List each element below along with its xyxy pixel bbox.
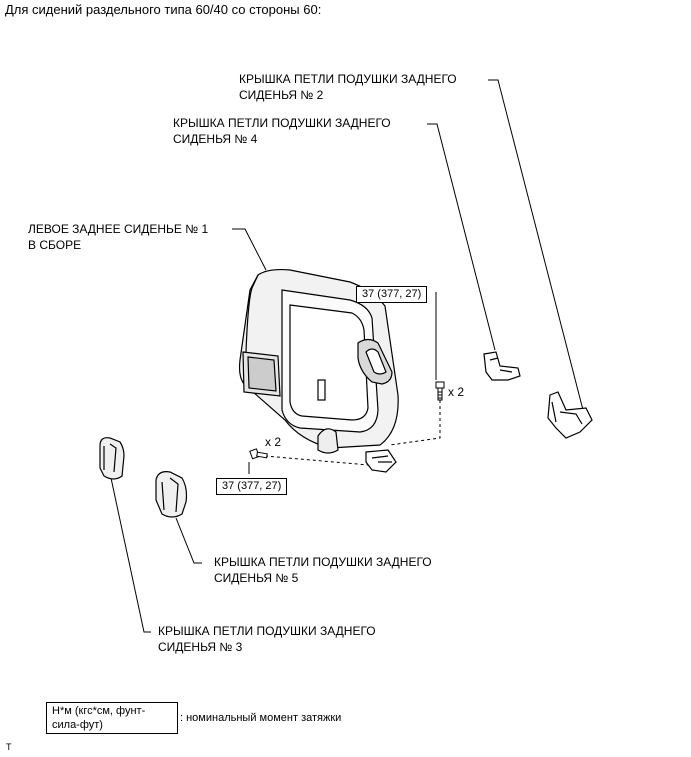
legend-unit-line1: Н*м (кгс*см, фунт-	[52, 705, 146, 717]
hinge-cover-3	[99, 437, 125, 480]
bolt-qty-bottom: x 2	[265, 435, 282, 449]
label-cover-3-line2: СИДЕНЬЯ № 3	[158, 640, 243, 654]
bolt-bottom	[249, 448, 268, 460]
legend-unit-box: Н*м (кгс*см, фунт- сила-фут)	[46, 702, 178, 734]
bolt-top	[435, 381, 445, 401]
leader-cover5	[175, 517, 202, 564]
label-cover-4-line2: СИДЕНЬЯ № 4	[173, 132, 258, 146]
legend-description: : номинальный момент затяжки	[180, 712, 342, 724]
leader-lines	[110, 79, 584, 633]
bolt-paths	[264, 400, 441, 467]
bolt-qty-top: x 2	[448, 385, 465, 399]
hinge-cover-5	[155, 471, 188, 518]
leader-cover2	[488, 79, 584, 411]
leader-cover3	[110, 477, 151, 633]
hinge-cover-4	[483, 351, 521, 381]
label-cover-4-line1: КРЫШКА ПЕТЛИ ПОДУШКИ ЗАДНЕГО	[173, 116, 391, 130]
label-cover-5-line2: СИДЕНЬЯ № 5	[214, 571, 299, 585]
legend-unit-line2: сила-фут)	[52, 719, 103, 731]
footer-mark: T	[6, 742, 12, 752]
torque-box-top: 37 (377, 27)	[356, 286, 428, 303]
label-cover-2-line2: СИДЕНЬЯ № 2	[239, 88, 324, 102]
label-seat-line1: ЛЕВОЕ ЗАДНЕЕ СИДЕНЬЕ № 1	[28, 222, 209, 236]
label-cover-3-line1: КРЫШКА ПЕТЛИ ПОДУШКИ ЗАДНЕГО	[158, 624, 376, 638]
hinge-cover-2	[547, 391, 593, 439]
label-seat-line2: В СБОРЕ	[28, 238, 82, 252]
leader-cover4	[427, 123, 496, 351]
label-cover-2-line1: КРЫШКА ПЕТЛИ ПОДУШКИ ЗАДНЕГО	[239, 72, 457, 86]
page-title: Для сидений раздельного типа 60/40 со ст…	[5, 2, 322, 17]
label-cover-5-line1: КРЫШКА ПЕТЛИ ПОДУШКИ ЗАДНЕГО	[214, 555, 432, 569]
leader-seat	[232, 228, 267, 271]
torque-box-bottom: 37 (377, 27)	[216, 478, 288, 495]
seat-assembly	[238, 268, 399, 473]
